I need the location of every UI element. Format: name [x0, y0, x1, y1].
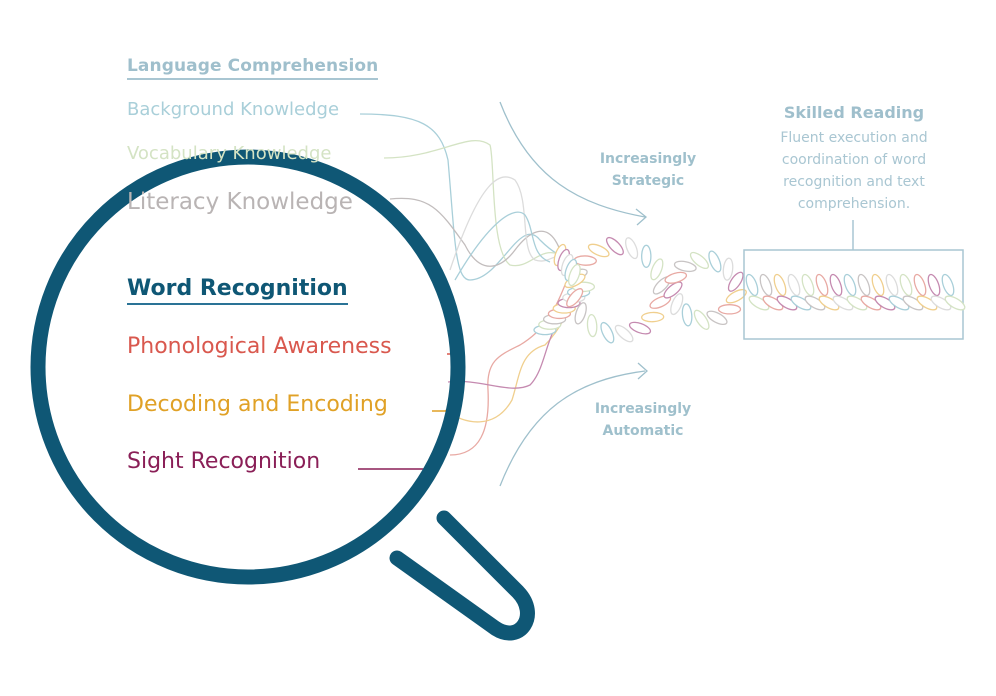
rope-twist: [586, 313, 598, 338]
strategic-line1: Increasingly: [599, 151, 697, 167]
automatic-line2: Automatic: [602, 423, 684, 439]
braid-twist: [871, 273, 885, 297]
braid-twist: [801, 273, 815, 297]
increasingly-strategic-label: Increasingly Strategic: [588, 148, 708, 192]
rope-twist: [650, 258, 664, 281]
automatic-arrowhead-icon: [637, 362, 648, 380]
rope-twist: [706, 310, 728, 326]
rope-twist: [693, 309, 710, 330]
background-knowledge-strand: [359, 113, 576, 281]
braid-twist: [804, 295, 826, 311]
rope-twist: [664, 271, 688, 284]
rope-twist: [605, 236, 624, 256]
rope-twist: [681, 303, 693, 327]
strategic-arrow: [499, 101, 646, 218]
rope-twist: [717, 304, 742, 315]
rope-twist: [614, 324, 634, 343]
braid-twist: [944, 295, 966, 311]
extra-strand-blue: [454, 211, 551, 281]
rope-twist: [725, 289, 747, 304]
braid-twist: [748, 295, 770, 311]
braid-twist: [902, 295, 924, 311]
braid-twist: [787, 273, 801, 297]
rope-twist: [574, 302, 587, 325]
language-comprehension-heading: Language Comprehension: [127, 56, 379, 80]
increasingly-automatic-label: Increasingly Automatic: [583, 398, 703, 442]
skilled-reading-description: Fluent execution and coordination of wor…: [780, 130, 928, 212]
phonological-awareness-strand: [449, 284, 566, 456]
braid-twist: [832, 295, 854, 311]
skilled-reading-box: [743, 249, 964, 340]
sight-recognition-strand: [447, 282, 581, 389]
magnifier-handle-icon: [389, 510, 535, 641]
braid-twist: [790, 295, 812, 311]
sight-recognition-label: Sight Recognition: [127, 449, 321, 474]
skilled-reading-braid: [745, 273, 966, 311]
rope-twist: [673, 260, 697, 273]
braid-twist: [888, 295, 910, 311]
braid-twist: [773, 273, 787, 297]
braid-twist: [762, 295, 784, 311]
automatic-arrow: [499, 370, 646, 487]
braid-twist: [916, 295, 938, 311]
skilled-reading-title: Skilled Reading: [783, 103, 925, 122]
braid-twist: [899, 273, 913, 297]
extra-strand-gray: [449, 176, 566, 271]
phonological-awareness-label: Phonological Awareness: [127, 334, 392, 359]
rope-twist: [600, 321, 615, 344]
rope-twist: [568, 263, 581, 287]
braid-twist: [930, 295, 952, 311]
automatic-line1: Increasingly: [594, 401, 692, 417]
rope-twist: [670, 293, 684, 316]
strategic-arrowhead-icon: [635, 208, 648, 226]
braid-twist: [860, 295, 882, 311]
word-recognition-heading: Word Recognition: [127, 276, 348, 305]
braid-twist: [745, 273, 759, 297]
decoding-encoding-label: Decoding and Encoding: [127, 392, 388, 417]
braid-twist: [885, 273, 899, 297]
braid-twist: [815, 273, 829, 297]
rope-twist: [727, 271, 744, 292]
rope-braid: [533, 236, 747, 344]
braid-twist: [843, 273, 857, 297]
braid-twist: [927, 273, 941, 297]
rope-twist: [641, 311, 665, 323]
rope-twist: [663, 281, 683, 299]
language-comprehension-strands: [359, 113, 576, 281]
braid-twist: [913, 273, 927, 297]
braid-twist: [941, 273, 955, 297]
vocabulary-knowledge-strand: [383, 140, 561, 267]
rope-twist: [722, 257, 734, 281]
rope-twist: [625, 237, 639, 260]
literacy-knowledge-label: Literacy Knowledge: [127, 189, 353, 215]
background-knowledge-label: Background Knowledge: [127, 99, 340, 120]
braid-twist: [759, 273, 773, 297]
rope-twist: [689, 251, 710, 270]
braid-twist: [846, 295, 868, 311]
braid-twist: [776, 295, 798, 311]
braid-twist: [874, 295, 896, 311]
strategic-line2: Strategic: [611, 173, 685, 189]
rope-twist: [641, 244, 652, 268]
braid-twist: [829, 273, 843, 297]
vocabulary-knowledge-label: Vocabulary Knowledge: [127, 143, 332, 164]
rope-twist: [708, 250, 722, 273]
rope-twist: [566, 288, 584, 308]
rope-twist: [587, 243, 610, 258]
magnifier-lens: [30, 149, 466, 585]
braid-twist: [857, 273, 871, 297]
braid-twist: [818, 295, 840, 311]
rope-twist: [628, 321, 652, 335]
